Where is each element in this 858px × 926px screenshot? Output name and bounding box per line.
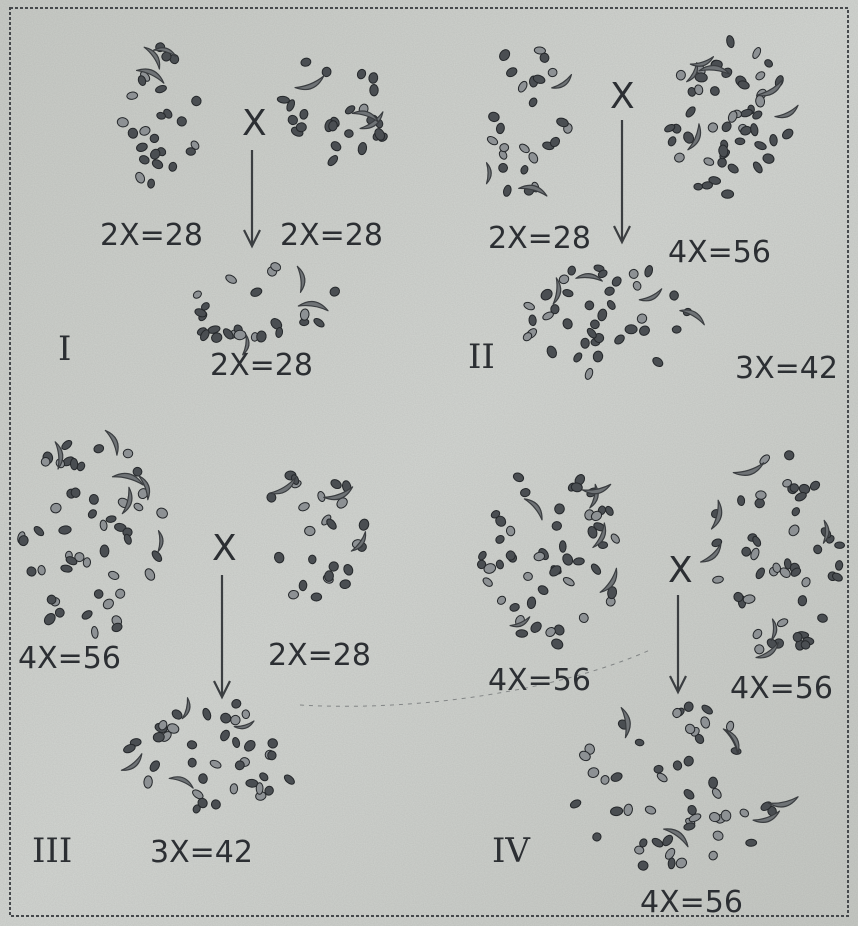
panel-numeral: IV: [492, 831, 531, 871]
parent-left-label: 2X=28: [100, 218, 203, 253]
chromosome: [100, 545, 109, 557]
chromosome: [344, 130, 353, 138]
chromosome: [581, 338, 590, 348]
chromosome: [793, 632, 803, 642]
chromosome: [89, 494, 98, 504]
chromosome: [299, 580, 307, 591]
chromosome: [230, 783, 238, 794]
parent-left-label: 2X=28: [488, 221, 591, 256]
chromosome: [123, 449, 133, 458]
chromosome: [625, 325, 637, 334]
chromosome: [722, 190, 734, 198]
chromosome: [308, 555, 316, 564]
chromosome: [709, 777, 718, 788]
chromosome: [756, 491, 767, 500]
chromosome: [516, 630, 528, 638]
parent-right-label: 4X=56: [668, 235, 771, 270]
parent-left-label: 4X=56: [488, 663, 591, 698]
chromosome: [256, 783, 263, 795]
offspring-label: 2X=28: [210, 348, 313, 383]
chromosome: [143, 776, 152, 789]
chromosome: [638, 861, 649, 871]
parent-left-label: 4X=56: [18, 641, 121, 676]
chromosome: [370, 85, 378, 96]
offspring-label: 4X=56: [640, 885, 743, 920]
chromosome: [550, 304, 559, 314]
parent-right-label: 2X=28: [280, 218, 383, 253]
chromosome: [188, 758, 196, 767]
chromosome: [311, 593, 322, 602]
chromosome: [672, 326, 681, 334]
chromosome: [735, 138, 745, 145]
chromosome: [304, 526, 315, 536]
chromosome: [835, 542, 845, 549]
cross-symbol: X: [610, 76, 635, 117]
chromosome: [737, 495, 745, 505]
panel-numeral: II: [468, 337, 495, 377]
chromosome: [559, 541, 566, 553]
chromosome: [746, 839, 757, 846]
chromosome: [70, 458, 78, 470]
parent-right-label: 4X=56: [730, 671, 833, 706]
panel-numeral: III: [32, 831, 72, 871]
cross-symbol: X: [212, 528, 237, 569]
parent-right-label: 2X=28: [268, 638, 371, 673]
chromosome: [296, 122, 307, 132]
chromosome: [670, 291, 679, 301]
chromosome: [694, 183, 703, 190]
offspring-label: 3X=42: [150, 835, 253, 870]
chromosome: [835, 560, 843, 570]
chromosome: [198, 773, 208, 783]
chromosome: [186, 147, 196, 155]
chromosome: [234, 330, 246, 340]
cross-symbol: X: [242, 103, 267, 144]
offspring-label: 3X=42: [735, 351, 838, 386]
cross-symbol: X: [668, 550, 693, 591]
panel-numeral: I: [58, 329, 71, 369]
